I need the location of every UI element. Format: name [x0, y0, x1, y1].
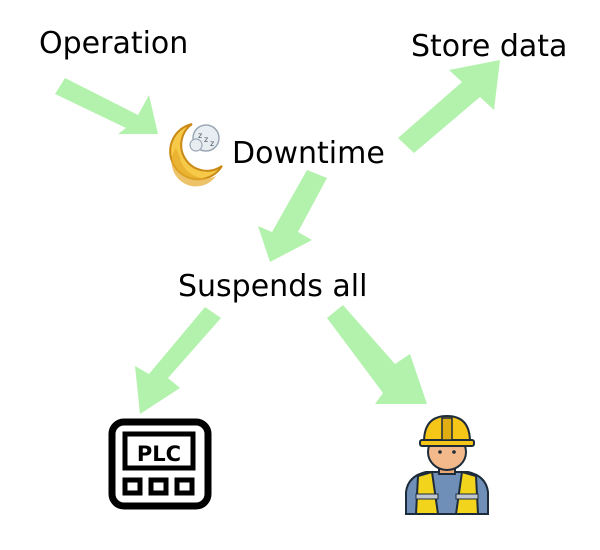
- sleeping-moon-icon: z z z: [169, 123, 223, 187]
- node-suspends-all: Suspends all: [178, 269, 368, 304]
- arrow-suspends-all-to-plc: [135, 307, 221, 414]
- node-store-data: Store data: [411, 29, 568, 64]
- arrow-downtime-to-suspends-all: [258, 170, 327, 262]
- arrow-operation-to-downtime: [55, 78, 158, 134]
- svg-text:z: z: [198, 131, 202, 140]
- svg-text:z: z: [210, 139, 214, 148]
- node-downtime: Downtime: [232, 136, 385, 171]
- node-operation: Operation: [39, 26, 189, 61]
- plc-device-icon: PLC: [108, 418, 212, 510]
- plc-label: PLC: [137, 442, 181, 466]
- arrow-downtime-to-store-data: [398, 60, 500, 153]
- svg-text:z: z: [204, 135, 208, 144]
- worker-icon: [405, 414, 489, 515]
- arrow-suspends-all-to-worker: [327, 305, 427, 404]
